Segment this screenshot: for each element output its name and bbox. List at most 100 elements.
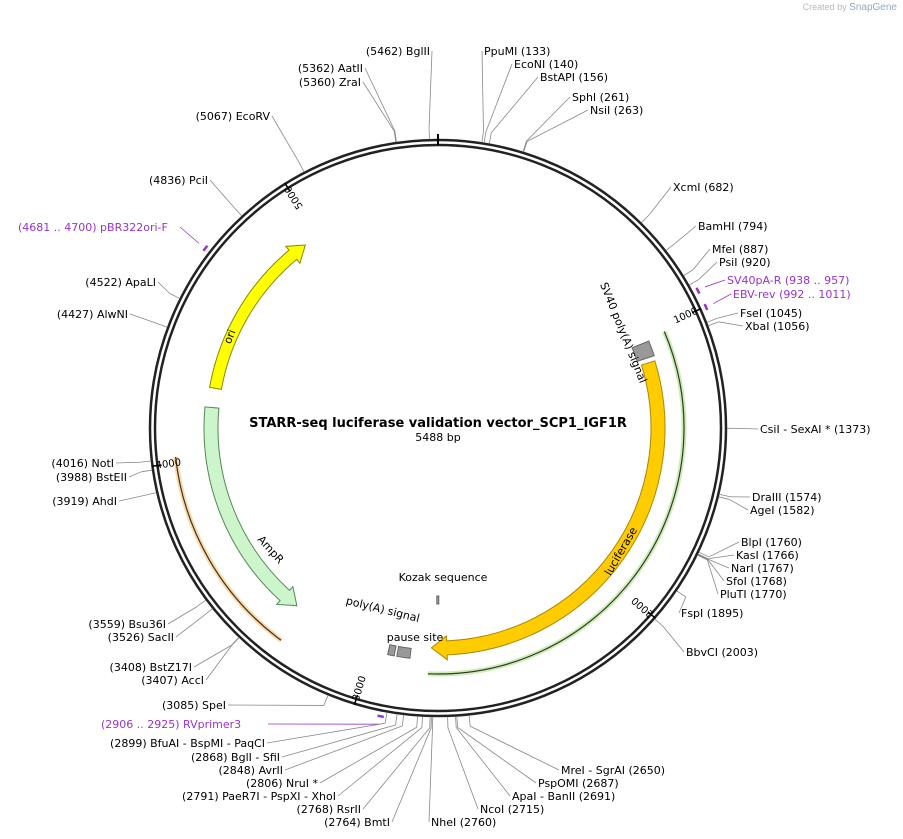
site-stub-47 (468, 715, 471, 727)
site-leader-17 (129, 313, 157, 324)
plasmid-size: 5488 bp (415, 431, 460, 444)
site-label-psii-920: PsiI (920) (719, 256, 771, 269)
site-stub-24 (698, 551, 710, 558)
watermark-prefix: Created by (802, 2, 847, 12)
site-leader-5 (490, 76, 539, 134)
site-label-ncoi-2715: NcoI (2715) (480, 803, 544, 816)
feature-ori (209, 244, 307, 390)
site-stub-39 (416, 716, 418, 728)
tick-label-2000: 2000 (630, 594, 656, 619)
site-label-2764-bmti: (2764) BmtI (324, 816, 390, 829)
ampr-track (174, 456, 282, 641)
site-stub-21 (145, 492, 157, 496)
site-label-5067-ecorv: (5067) EcoRV (196, 110, 271, 123)
site-label-4836-pcii: (4836) PciI (149, 174, 208, 187)
site-label-bamhi-794: BamHI (794) (698, 220, 768, 233)
plasmid-name: STARR-seq luciferase validation vector_S… (249, 416, 627, 431)
site-stub-36 (384, 712, 388, 724)
site-label-2848-avrii: (2848) AvrII (219, 764, 283, 777)
site-leader-23 (729, 499, 749, 511)
site-leader-34 (205, 645, 232, 681)
site-leader-38 (284, 725, 403, 771)
site-label-3919-ahdi: (3919) AhdI (52, 495, 117, 508)
site-stub-40 (421, 716, 423, 728)
site-label-xbai-1056: XbaI (1056) (745, 320, 810, 333)
site-leader-20 (128, 471, 142, 478)
site-leader-14 (717, 312, 739, 319)
site-label-ppumi-133: PpuMI (133) (484, 45, 550, 58)
site-leader-42 (391, 727, 432, 823)
site-leader-32 (662, 626, 685, 653)
primer-leader-2 (713, 293, 732, 305)
site-stub-28 (697, 554, 708, 561)
site-stub-4 (483, 131, 487, 143)
feature-label-poly-a-signal: poly(A) signal (345, 594, 421, 625)
site-stub-14 (706, 317, 718, 323)
site-stub-34 (231, 637, 240, 646)
site-stub-12 (683, 269, 694, 276)
site-stub-16 (169, 293, 180, 299)
site-leader-1 (364, 67, 396, 132)
site-stub-17 (156, 323, 168, 328)
site-label-4522-apali: (4522) ApaLI (85, 276, 156, 289)
luciferase-track (427, 331, 685, 675)
site-stub-35 (323, 695, 329, 706)
primer-mark-0 (202, 244, 209, 252)
site-leader-19 (115, 461, 140, 464)
site-label-sfoi-1768: SfoI (1768) (726, 575, 787, 588)
site-stub-8 (298, 161, 305, 173)
backbone-group (148, 134, 728, 718)
site-label-2899-bfuai-bspmi-paqci: (2899) BfuAI - BspMI - PaqCI (110, 737, 265, 750)
site-leader-16 (157, 281, 171, 294)
feature-label-ori: ori (221, 328, 238, 346)
site-stub-5 (488, 132, 492, 144)
site-stub-29 (676, 590, 687, 598)
site-leader-41 (362, 727, 431, 810)
feature-luciferase (430, 360, 666, 661)
site-stub-1 (394, 131, 397, 143)
site-leader-37 (281, 724, 396, 758)
tick-label-5000: 5000 (283, 183, 306, 210)
primer-mark-3 (377, 714, 385, 719)
site-leader-39 (319, 726, 417, 784)
primer-label-0: (4681 .. 4700) pBR322ori-F (18, 221, 168, 234)
site-leader-24 (708, 541, 740, 558)
primer-label-3: (2906 .. 2925) RVprimer3 (101, 718, 241, 731)
tick-mark-4000 (151, 464, 162, 468)
site-stub-37 (395, 714, 398, 726)
site-stub-19 (139, 460, 151, 463)
site-label-mrei-sgrai-2650: MreI - SgrAI (2650) (561, 764, 665, 777)
watermark-brand: SnapGene (849, 2, 897, 13)
site-label-nsii-263: NsiI (263) (590, 104, 643, 117)
site-leader-10 (648, 186, 672, 216)
site-leader-3 (481, 50, 484, 132)
site-stub-23 (718, 496, 730, 500)
site-label-draiii-1574: DraIII (1574) (752, 491, 822, 504)
site-label-3408-bstz17i: (3408) BstZ17I (110, 661, 192, 674)
site-stub-15 (708, 321, 719, 327)
site-leader-8 (271, 115, 300, 163)
site-leader-12 (692, 248, 711, 271)
site-label-5360-zrai: (5360) ZraI (299, 76, 361, 89)
site-leader-13 (698, 261, 718, 280)
site-stub-30 (196, 599, 207, 607)
site-leader-7 (526, 109, 589, 142)
site-label-agei-1582: AgeI (1582) (750, 504, 815, 517)
site-leader-40 (337, 727, 423, 797)
site-leader-33 (193, 645, 232, 668)
site-leader-15 (718, 321, 744, 327)
site-label-3559-bsu36i: (3559) Bsu36I (88, 618, 166, 631)
site-leader-45 (455, 727, 511, 797)
primer-leader-0 (179, 226, 200, 244)
site-label-pspomi-2687: PspOMI (2687) (538, 777, 619, 790)
site-leader-27 (707, 559, 725, 582)
site-stub-45 (455, 716, 457, 728)
site-leader-28 (707, 559, 719, 595)
site-label-5362-aatii: (5362) AatII (298, 62, 363, 75)
site-stub-10 (641, 214, 650, 223)
tick-mark-1000 (691, 307, 702, 314)
site-label-2868-bgli-sfii: (2868) BglI - SfiI (191, 751, 280, 764)
site-leader-26 (707, 558, 730, 569)
